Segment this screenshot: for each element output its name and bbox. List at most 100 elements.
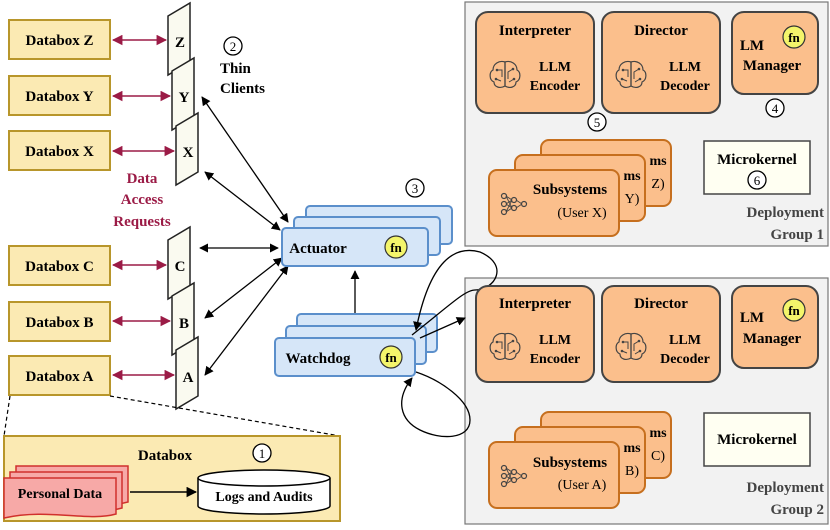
svg-text:LLM: LLM bbox=[539, 60, 571, 75]
thin-client-letters: Z Y X C B A bbox=[175, 35, 194, 386]
svg-text:fn: fn bbox=[788, 303, 800, 318]
deployment-group-2: Interpreter LLM Encoder Director LLM Dec… bbox=[475, 285, 825, 518]
svg-text:ms: ms bbox=[623, 441, 641, 456]
lm-manager-2: LM Manager fn bbox=[731, 285, 819, 369]
watchdog-monitor-arrows bbox=[401, 249, 498, 438]
svg-text:Y): Y) bbox=[625, 192, 640, 207]
svg-text:Access: Access bbox=[121, 192, 164, 208]
svg-text:Databox X: Databox X bbox=[25, 144, 94, 160]
deployment-group-1-label-2: Group 1 bbox=[771, 227, 825, 243]
svg-text:Subsystems: Subsystems bbox=[533, 455, 607, 471]
svg-text:ms: ms bbox=[623, 169, 641, 184]
svg-text:LLM: LLM bbox=[669, 60, 701, 75]
watchdog: Watchdog fn bbox=[274, 313, 438, 377]
svg-text:Requests: Requests bbox=[113, 214, 171, 230]
actuator: 3 Actuator fn bbox=[281, 178, 453, 267]
svg-text:6: 6 bbox=[754, 173, 761, 188]
svg-text:fn: fn bbox=[385, 350, 397, 365]
data-request-arrows bbox=[111, 34, 176, 381]
databox-detail: Databox 1 Personal Data Logs and Audits bbox=[3, 435, 341, 522]
actuator-number-badge bbox=[405, 178, 425, 198]
svg-text:LM: LM bbox=[740, 310, 764, 326]
databox-b: Databox B bbox=[8, 301, 111, 342]
svg-text:Manager: Manager bbox=[743, 58, 802, 74]
deployment-group-1: Interpreter LLM Encoder Director LLM Dec… bbox=[475, 11, 825, 243]
subsystems-2: ms C) ms B) Subsystems (User A) bbox=[488, 411, 672, 509]
svg-text:Interpreter: Interpreter bbox=[499, 296, 572, 312]
databox-z: Databox Z bbox=[8, 19, 111, 60]
svg-text:Manager: Manager bbox=[743, 331, 802, 347]
svg-text:Databox A: Databox A bbox=[26, 369, 94, 385]
interpreter-2: Interpreter LLM Encoder bbox=[475, 285, 595, 383]
svg-text:(User X): (User X) bbox=[557, 206, 607, 221]
svg-text:Actuator: Actuator bbox=[289, 241, 347, 257]
svg-text:Encoder: Encoder bbox=[530, 352, 581, 367]
databox-detail-title: Databox bbox=[138, 448, 193, 464]
deployment-group-2-label: Deployment bbox=[747, 480, 825, 496]
svg-text:Director: Director bbox=[634, 23, 688, 39]
svg-text:5: 5 bbox=[594, 115, 601, 130]
svg-text:B): B) bbox=[625, 464, 639, 479]
director-1: Director LLM Decoder bbox=[601, 11, 721, 114]
svg-text:LLM: LLM bbox=[669, 333, 701, 348]
svg-text:4: 4 bbox=[772, 101, 779, 116]
svg-text:Interpreter: Interpreter bbox=[499, 23, 572, 39]
interpreter-1: Interpreter LLM Encoder bbox=[475, 11, 595, 114]
logs-and-audits-store: Logs and Audits bbox=[197, 469, 331, 515]
thin-client-z: Z bbox=[175, 35, 185, 51]
microkernel-1: Microkernel 6 bbox=[703, 140, 811, 195]
databox-x: Databox X bbox=[8, 130, 111, 171]
svg-text:Databox Y: Databox Y bbox=[25, 89, 93, 105]
svg-text:Director: Director bbox=[634, 296, 688, 312]
svg-text:Subsystems: Subsystems bbox=[533, 182, 607, 198]
svg-text:Databox Z: Databox Z bbox=[26, 33, 94, 49]
svg-text:Personal Data: Personal Data bbox=[18, 487, 102, 502]
svg-text:Decoder: Decoder bbox=[660, 79, 710, 94]
svg-text:Databox C: Databox C bbox=[25, 259, 94, 275]
svg-text:Encoder: Encoder bbox=[530, 79, 581, 94]
svg-text:Thin: Thin bbox=[220, 61, 252, 77]
microkernel-2: Microkernel bbox=[703, 412, 811, 467]
svg-text:(User A): (User A) bbox=[558, 478, 607, 493]
databox-detail-connectors bbox=[3, 395, 341, 437]
databox-c: Databox C bbox=[8, 245, 111, 286]
lm-manager-1: LM Manager fn bbox=[731, 11, 819, 95]
thin-client-c: C bbox=[175, 259, 186, 275]
svg-text:LLM: LLM bbox=[539, 333, 571, 348]
svg-text:Data: Data bbox=[127, 171, 158, 187]
svg-text:Databox B: Databox B bbox=[26, 315, 94, 331]
svg-text:Watchdog: Watchdog bbox=[285, 351, 351, 367]
svg-text:ms: ms bbox=[649, 154, 667, 169]
thin-clients-label: 2 Thin Clients bbox=[220, 36, 265, 97]
svg-text:ms: ms bbox=[649, 426, 667, 441]
thin-client-shapes bbox=[167, 1, 199, 411]
subsystems-1: ms Z) ms Y) Subsystems (User X) bbox=[488, 139, 672, 237]
svg-text:Decoder: Decoder bbox=[660, 352, 710, 367]
svg-text:C): C) bbox=[651, 449, 665, 464]
svg-text:LM: LM bbox=[740, 38, 764, 54]
microkernel-number-badge bbox=[747, 170, 767, 190]
director-2: Director LLM Decoder bbox=[601, 285, 721, 383]
svg-text:Z): Z) bbox=[651, 177, 665, 192]
group-number-badge bbox=[587, 112, 607, 132]
svg-text:Clients: Clients bbox=[220, 81, 265, 97]
databox-y: Databox Y bbox=[8, 75, 111, 116]
personal-data-doc: Personal Data bbox=[3, 465, 129, 519]
lm-manager-number-badge bbox=[765, 98, 785, 118]
svg-text:1: 1 bbox=[259, 446, 266, 461]
svg-text:Microkernel: Microkernel bbox=[717, 152, 797, 168]
deployment-group-1-label: Deployment bbox=[747, 205, 825, 221]
svg-text:Microkernel: Microkernel bbox=[717, 432, 797, 448]
svg-text:3: 3 bbox=[412, 181, 419, 196]
databox-a: Databox A bbox=[8, 355, 111, 396]
function-icon bbox=[782, 298, 806, 322]
data-access-requests-label: Data Access Requests bbox=[113, 171, 171, 230]
thin-client-y: Y bbox=[179, 90, 190, 106]
svg-text:Logs and Audits: Logs and Audits bbox=[215, 490, 313, 505]
thin-client-b: B bbox=[179, 316, 189, 332]
deployment-group-2-label-2: Group 2 bbox=[771, 502, 825, 518]
function-icon bbox=[379, 345, 403, 369]
function-icon bbox=[384, 235, 408, 259]
svg-text:fn: fn bbox=[390, 240, 402, 255]
